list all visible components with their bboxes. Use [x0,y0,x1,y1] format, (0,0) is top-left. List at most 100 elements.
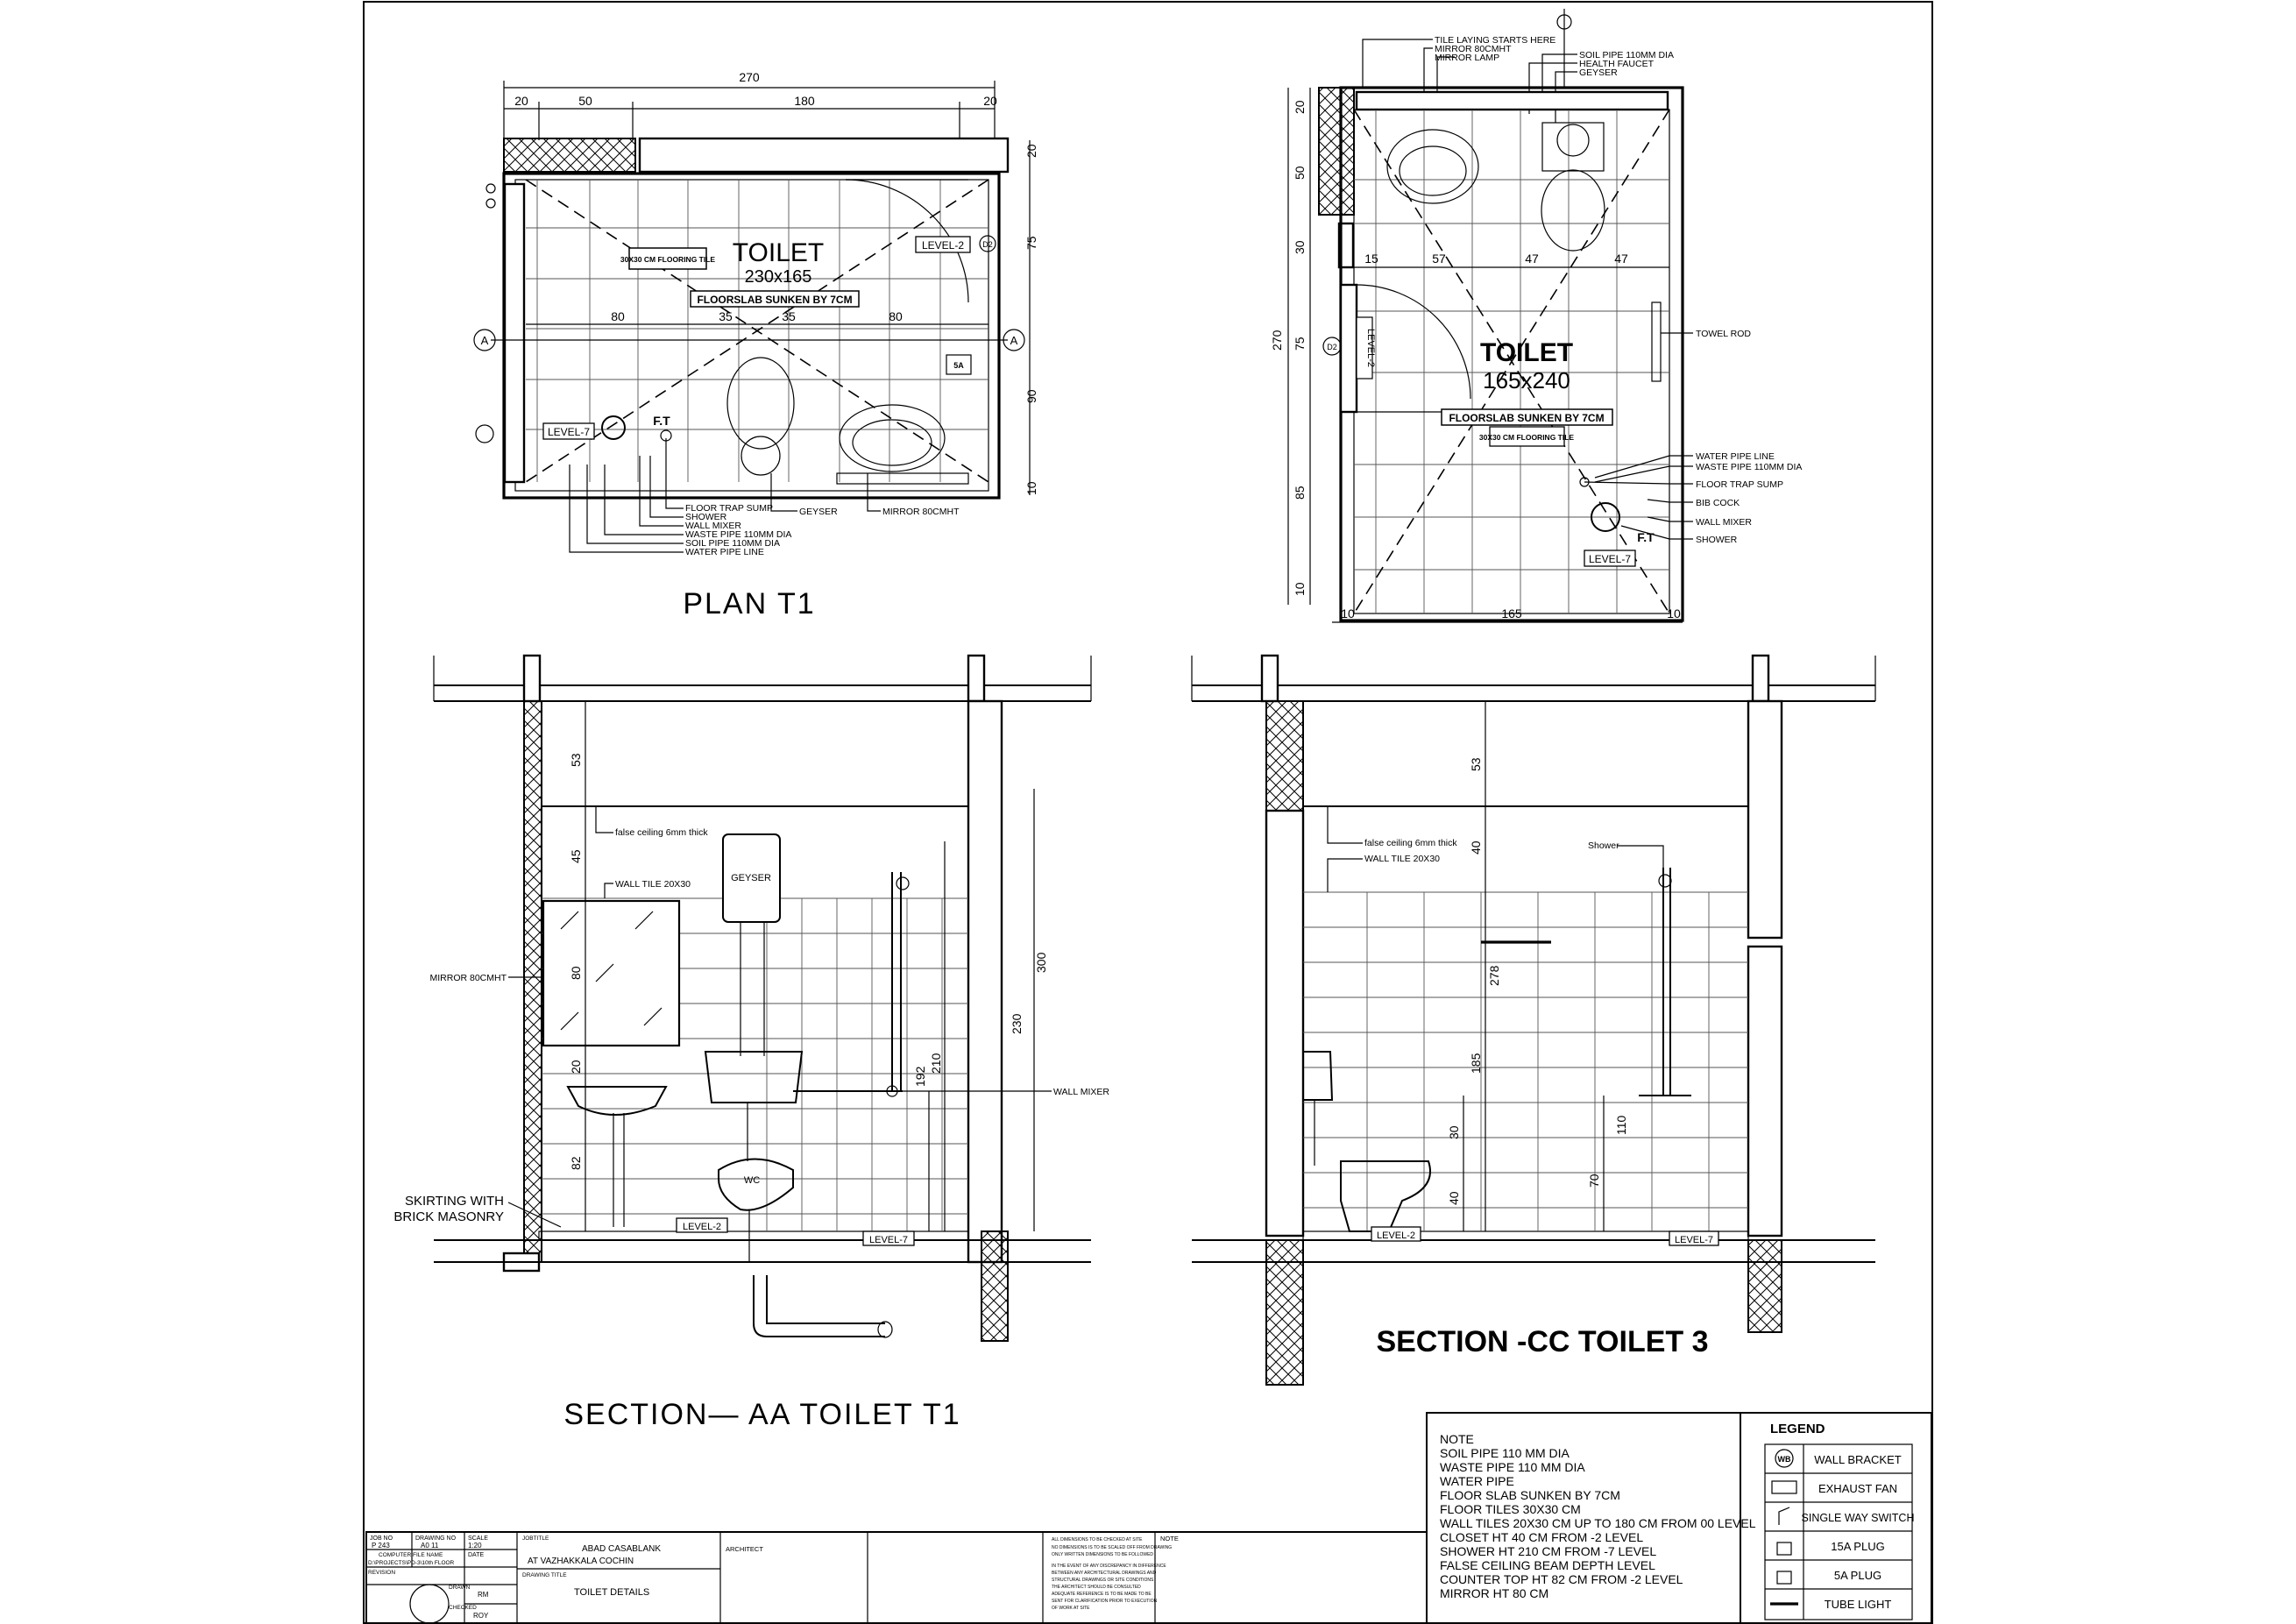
callout-waste-pipe: WASTE PIPE 110MM DIA [685,529,791,540]
callout-geyser: GEYSER [799,507,838,517]
tb-drawing-no: A0 11 [421,1542,439,1550]
legend-item-6: TUBE LIGHT [1825,1598,1892,1611]
callout-mirror: MIRROR 80CMHT [882,507,960,517]
tb-dim-note-1: ALL DIMENSIONS TO BE CHECKED AT SITE [1052,1537,1143,1542]
dim-t3-10: 10 [1293,582,1307,596]
tb-dim-note-6: STRUCTURAL DRAWINGS OR SITE CONDITIONS [1052,1578,1154,1583]
tb-drawn-label: DRAWN [449,1585,471,1591]
plan-t3: TILE LAYING STARTS HERE MIRROR 80CMHT MI… [1270,9,1802,623]
plan-t1-ft: F.T [653,414,670,428]
note-line-4: FLOOR SLAB SUNKEN BY 7CM [1440,1488,1620,1502]
section-aa-false-ceiling: false ceiling 6mm thick [615,827,708,838]
tb-jobtitle-2: AT VAZHAKKALA COCHIN [528,1557,634,1566]
dim-i80b: 80 [889,309,903,323]
dim-t3-b10b: 10 [1667,606,1681,621]
tb-checked-label: CHECKED [449,1605,477,1611]
plan-t3-level-2: LEVEL-2 [1365,329,1376,367]
tb-file: D:\PROJECTS\PD-3\10th FLOOR [368,1560,455,1566]
cistern-symbol [704,1051,804,1103]
note-line-9: FALSE CEILING BEAM DEPTH LEVEL [1440,1558,1655,1572]
tb-scale-label: SCALE [468,1535,488,1542]
callout-floor-trap: FLOOR TRAP SUMP [685,503,773,514]
callout-geyser-t3: GEYSER [1579,67,1618,78]
section-marker-right: A [1010,334,1018,347]
dim-20b: 20 [983,94,997,108]
dim-aa-82: 82 [569,1156,583,1170]
dim-aa-230: 230 [1010,1013,1024,1034]
dim-aa-53: 53 [569,753,583,767]
section-aa-wall-mixer: WALL MIXER [1053,1087,1109,1097]
wc-cc-symbol [1340,1160,1431,1232]
section-cc: 53 40 278 185 30 40 70 110 false ceiling… [1191,654,1876,1386]
switch-icon [1778,1507,1790,1525]
tb-dim-note-5: BETWEEN ANY ARCHITECTURAL DRAWINGS AND [1052,1571,1157,1576]
tb-drawing-title: TOILET DETAILS [574,1587,649,1598]
section-aa-title: SECTION— AA TOILET T1 [563,1398,960,1431]
tb-drawing-no-label: DRAWING NO [415,1535,457,1542]
dim-cc-53: 53 [1469,757,1483,771]
legend-item-5: 5A PLUG [1834,1569,1881,1582]
plan-t3-tile-note: 30X30 CM FLOORING TILE [1479,433,1574,442]
callout-wall-mixer-t3: WALL MIXER [1696,517,1752,528]
legend-wb-symbol: WB [1778,1455,1791,1464]
callout-water-pipe: WATER PIPE LINE [685,547,764,557]
dim-r10: 10 [1024,481,1038,495]
dim-t3-20: 20 [1293,100,1307,114]
dim-t3-i47b: 47 [1614,252,1628,266]
callout-wall-mixer: WALL MIXER [685,521,741,531]
dim-cc-40b: 40 [1447,1191,1461,1205]
tb-date-label: DATE [468,1552,484,1558]
dim-50: 50 [578,94,592,108]
tb-checked: ROY [473,1612,489,1620]
section-aa-skirting-2: BRICK MASONRY [393,1209,504,1224]
tb-dim-note-2: NO DIMENSIONS IS TO BE SCALED OFF FROM D… [1052,1545,1172,1550]
wall-bracket-icon [1775,1449,1794,1468]
tb-file-label: COMPUTER FILE NAME [379,1552,443,1558]
dim-t3-b165: 165 [1501,606,1522,621]
wc-aa-symbol [718,1158,794,1211]
note-line-10: COUNTER TOP HT 82 CM FROM -2 LEVEL [1440,1572,1683,1586]
section-aa-geyser: GEYSER [731,873,771,883]
plan-t1-room-name: TOILET [733,238,824,267]
dim-aa-300: 300 [1034,952,1048,973]
dim-270: 270 [739,70,760,84]
plan-t1-room-size: 230x165 [745,267,812,287]
plan-t1-door-tag: D2 [982,240,993,249]
dim-t3-i15: 15 [1364,252,1378,266]
tb-dim-note-7: THE ARCHITECT SHOULD BE CONSULTED [1052,1585,1141,1590]
section-cc-level-7: LEVEL-7 [1675,1235,1713,1245]
legend-heading: LEGEND [1770,1422,1825,1436]
tb-dim-note-10: OF WORK AT SITE [1052,1606,1090,1611]
plan-t3-room-name: TOILET [1480,338,1573,367]
plan-t1-floor-note: FLOORSLAB SUNKEN BY 7CM [697,294,852,306]
tb-jobtitle-label: JOBTITLE [522,1535,549,1542]
tb-dim-note-8: ADEQUATE REFERENCE IS TO BE MADE TO BE [1052,1592,1152,1597]
dim-aa-192: 192 [913,1066,927,1087]
dim-cc-70: 70 [1587,1174,1601,1188]
sheet-border [363,1,1933,1624]
geyser-symbol [722,833,781,923]
plan-t3-room-size: 165x240 [1483,367,1570,394]
callout-mirror-lamp: MIRROR LAMP [1435,53,1499,63]
notes-heading: NOTE [1440,1432,1474,1446]
dim-aa-80: 80 [569,966,583,980]
plan-t1-tile-note: 30X30 CM FLOORING TILE [620,255,715,264]
dim-180: 180 [794,94,815,108]
tb-note: NOTE [1160,1535,1179,1542]
callout-shower: SHOWER [685,512,727,522]
section-aa-mirror: MIRROR 80CMHT [429,973,507,983]
dim-r75: 75 [1024,236,1038,250]
dim-r90: 90 [1024,389,1038,403]
section-aa-skirting-1: SKIRTING WITH [405,1194,504,1209]
wc-t3-symbol [1541,169,1605,252]
section-aa-wall-tile: WALL TILE 20X30 [615,879,691,890]
dim-cc-278: 278 [1487,965,1501,986]
tb-job-no-label: JOB NO [370,1535,393,1542]
washbasin-t3-symbol [1386,129,1479,204]
dim-t3-270: 270 [1270,330,1284,351]
dim-i35a: 35 [719,309,733,323]
plug-5a-icon [1776,1571,1792,1585]
callout-tile-laying: TILE LAYING STARTS HERE [1435,35,1555,46]
dim-aa-20: 20 [569,1060,583,1074]
